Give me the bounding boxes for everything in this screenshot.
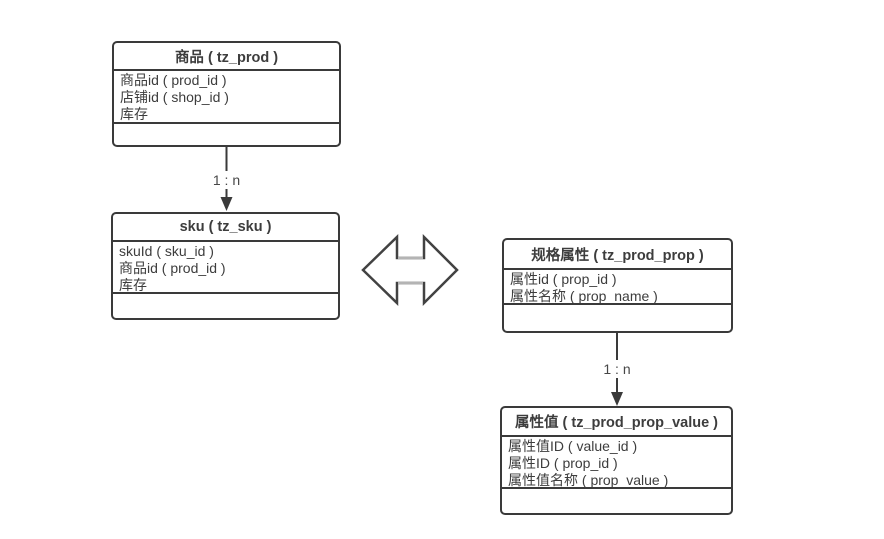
sku-prop-double-arrow-icon: [361, 233, 459, 307]
table-prod: 商品 ( tz_prod ) 商品id ( prod_id ) 店铺id ( s…: [112, 41, 341, 147]
table-prop-field-prop-id: 属性id ( prop_id ): [510, 271, 617, 287]
prod-sku-cardinality-label: 1 : n: [208, 171, 245, 189]
table-prop: 规格属性 ( tz_prod_prop ) 属性id ( prop_id ) 属…: [502, 238, 733, 333]
table-prop-value-fields: 属性值ID ( value_id ) 属性ID ( prop_id ) 属性值名…: [502, 437, 731, 489]
table-sku-field-stock: 库存: [119, 277, 147, 293]
table-prop-value-field-prop-value: 属性值名称 ( prop_value ): [508, 472, 669, 488]
table-prod-fields: 商品id ( prod_id ) 店铺id ( shop_id ) 库存: [114, 71, 339, 124]
table-sku-field-sku-id: skuId ( sku_id ): [119, 243, 214, 259]
table-prod-empty-section: [114, 124, 339, 145]
table-prop-value-field-prop-id: 属性ID ( prop_id ): [508, 455, 618, 471]
table-prop-fields: 属性id ( prop_id ) 属性名称 ( prop_name ): [504, 270, 731, 305]
table-prod-field-shop-id: 店铺id ( shop_id ): [120, 89, 229, 105]
prop-value-cardinality-label: 1 : n: [599, 360, 635, 378]
table-sku-fields: skuId ( sku_id ) 商品id ( prod_id ) 库存: [113, 242, 338, 294]
table-sku: sku ( tz_sku ) skuId ( sku_id ) 商品id ( p…: [111, 212, 340, 320]
table-prop-value: 属性值 ( tz_prod_prop_value ) 属性值ID ( value…: [500, 406, 733, 515]
table-prod-field-stock: 库存: [120, 106, 148, 122]
table-prop-title: 规格属性 ( tz_prod_prop ): [504, 240, 731, 270]
table-prod-title: 商品 ( tz_prod ): [114, 43, 339, 71]
table-prop-value-field-value-id: 属性值ID ( value_id ): [508, 438, 638, 454]
table-prop-value-empty-section: [502, 489, 731, 513]
table-sku-field-prod-id: 商品id ( prod_id ): [119, 260, 226, 276]
table-sku-empty-section: [113, 294, 338, 318]
table-prop-field-prop-name: 属性名称 ( prop_name ): [510, 288, 658, 304]
table-prop-value-title: 属性值 ( tz_prod_prop_value ): [502, 408, 731, 437]
table-prod-field-prod-id: 商品id ( prod_id ): [120, 72, 227, 88]
table-prop-empty-section: [504, 305, 731, 331]
table-sku-title: sku ( tz_sku ): [113, 214, 338, 242]
